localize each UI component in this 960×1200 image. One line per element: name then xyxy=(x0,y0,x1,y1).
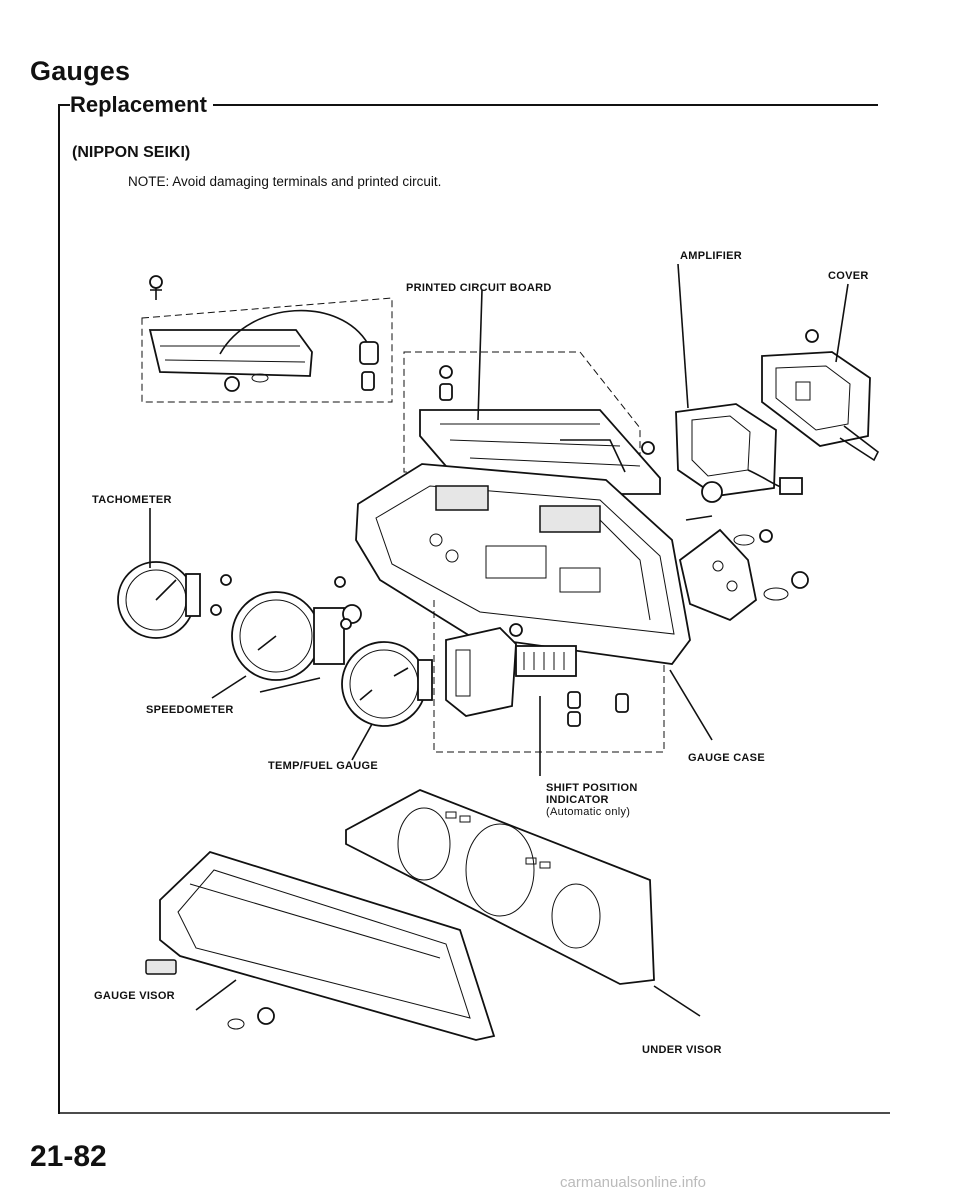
manufacturer-label: (NIPPON SEIKI) xyxy=(72,144,191,161)
page-title: Gauges xyxy=(30,56,131,86)
cover-part xyxy=(761,329,880,462)
page-number: 21-82 xyxy=(30,1140,107,1173)
label-printed-circuit-board: PRINTED CIRCUIT BOARD xyxy=(406,282,552,294)
bulb-wire-assembly xyxy=(141,275,393,403)
amplifier-part xyxy=(675,403,803,503)
header-rule xyxy=(58,104,878,106)
label-under-visor: UNDER VISOR xyxy=(642,1044,722,1056)
side-bracket xyxy=(678,515,809,622)
speedometer-part xyxy=(231,576,362,693)
label-temp-fuel-gauge: TEMP/FUEL GAUGE xyxy=(268,760,379,772)
label-amplifier: AMPLIFIER xyxy=(680,250,742,262)
watermark-text: carmanualsonline.info xyxy=(560,1174,706,1191)
label-cover: COVER xyxy=(828,270,869,282)
shift-label-line1: SHIFT POSITION xyxy=(546,782,638,794)
label-gauge-visor: GAUGE VISOR xyxy=(94,990,175,1002)
shift-label-note: (Automatic only) xyxy=(546,806,631,818)
label-tachometer: TACHOMETER xyxy=(92,494,172,506)
shift-label-line2: INDICATOR xyxy=(546,794,609,806)
label-gauge-case: GAUGE CASE xyxy=(688,752,765,764)
temp-fuel-gauge-part xyxy=(341,641,433,727)
under-visor-part xyxy=(345,789,655,985)
leader-lines xyxy=(149,263,849,1017)
left-border xyxy=(58,104,60,1114)
shift-position-indicator-area xyxy=(433,600,665,753)
tachometer-part xyxy=(117,561,232,639)
gauge-case-part xyxy=(355,463,691,665)
gauge-visor-part xyxy=(145,850,496,1041)
label-speedometer: SPEEDOMETER xyxy=(146,704,234,716)
label-shift-position-indicator: SHIFT POSITION INDICATOR (Automatic only… xyxy=(546,782,638,818)
section-title: Replacement xyxy=(70,92,213,118)
note-text: NOTE: Avoid damaging terminals and print… xyxy=(128,174,442,189)
